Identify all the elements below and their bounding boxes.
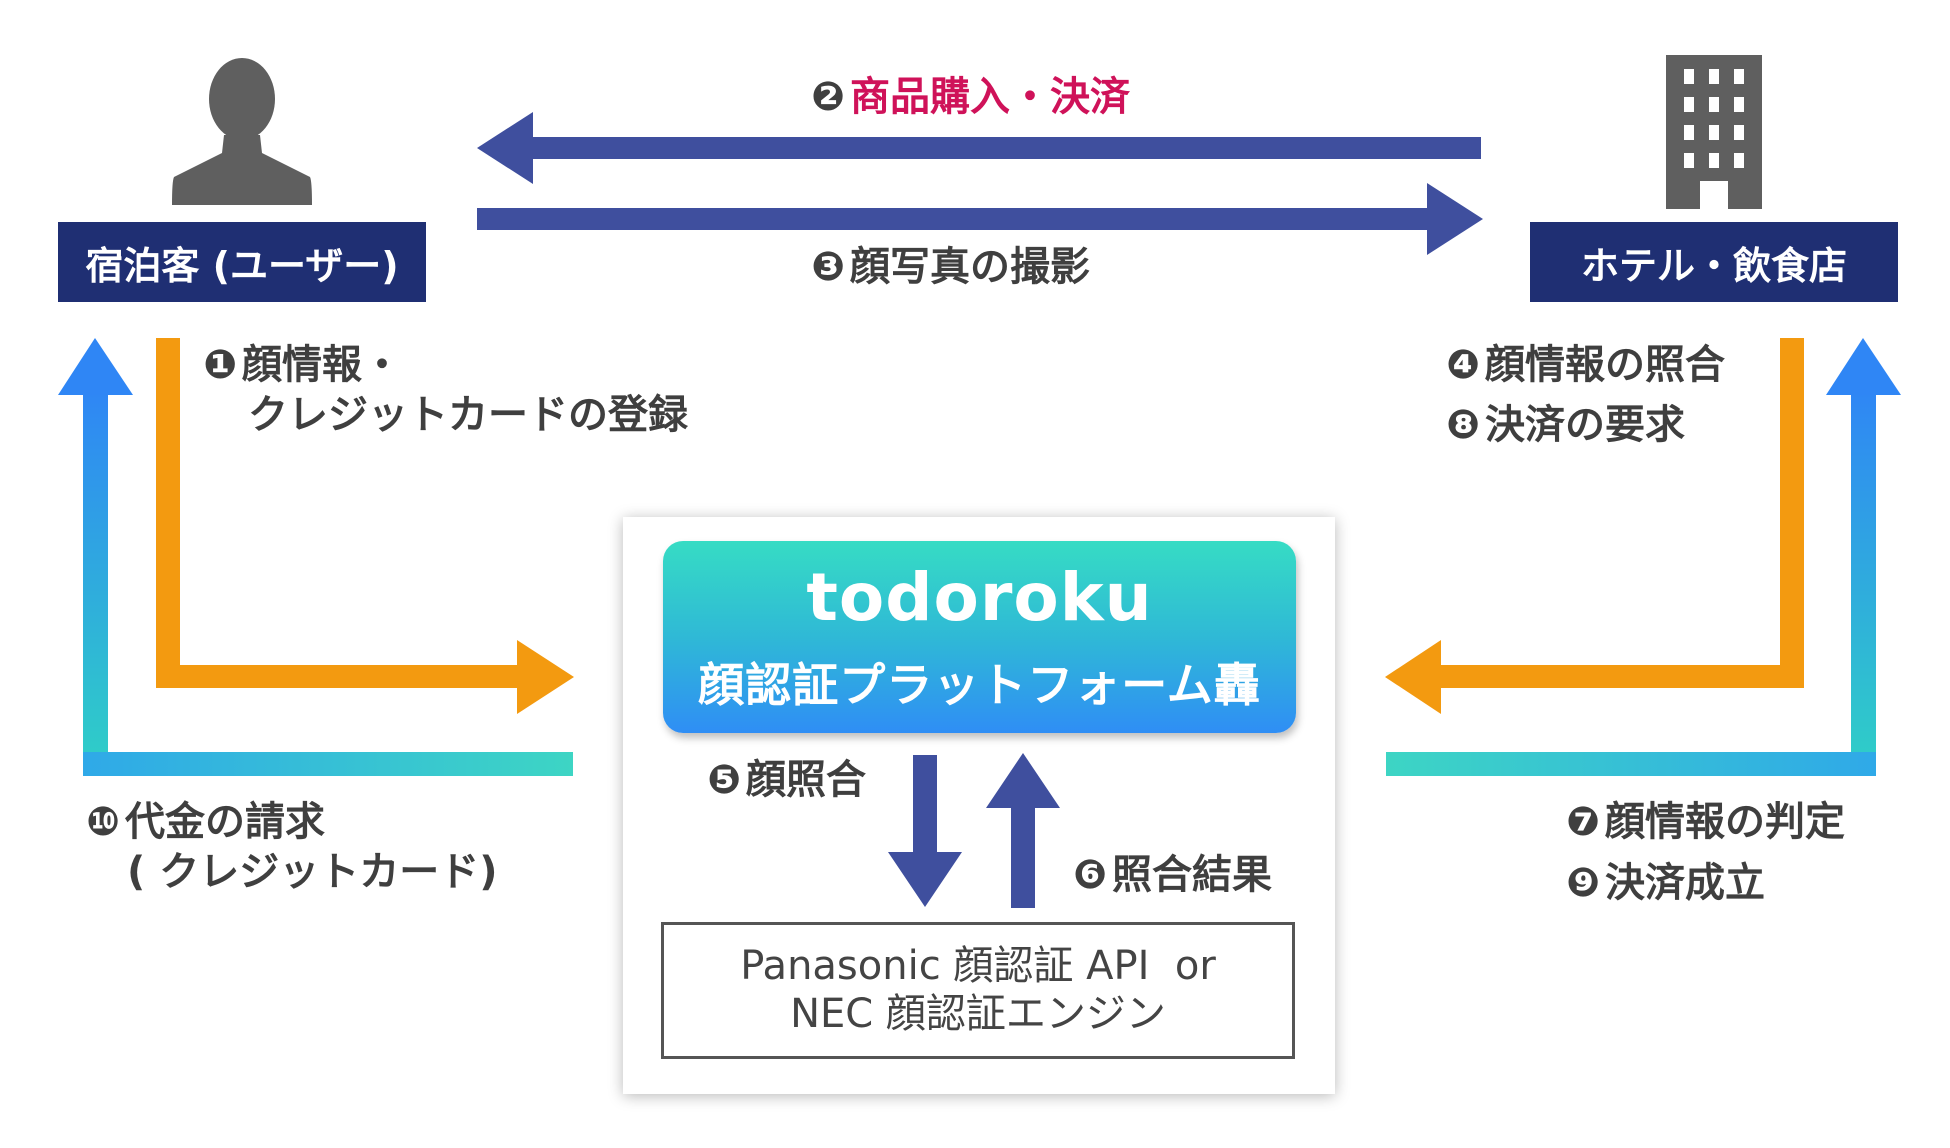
arrow-photo xyxy=(477,183,1483,255)
arrow-verify xyxy=(1385,338,1804,714)
store-label: ホテル・飲食店 xyxy=(1580,243,1847,288)
step-5-text: 顔照合 xyxy=(746,757,866,803)
step-4-number: ❹ xyxy=(1446,342,1480,388)
step-1-line1: 顔情報・ xyxy=(242,342,402,388)
step-6-number: ❻ xyxy=(1073,852,1107,898)
step-3-text: 顔写真の撮影 xyxy=(850,244,1090,290)
platform-title: todoroku xyxy=(806,559,1153,636)
step-7-text: 顔情報の判定 xyxy=(1605,799,1845,845)
step-8-number: ❽ xyxy=(1446,402,1480,448)
engine-arrows xyxy=(888,753,1060,908)
engine-line-1: Panasonic 顔認証 API or xyxy=(740,943,1216,990)
step-4-text: 顔情報の照合 xyxy=(1485,342,1725,388)
user-label: 宿泊客 (ユーザー) xyxy=(85,243,399,288)
step-6-text: 照合結果 xyxy=(1112,852,1272,898)
step-5-number: ❺ xyxy=(707,757,741,803)
engine-line-2: NEC 顔認証エンジン xyxy=(790,990,1166,1037)
arrow-result xyxy=(1386,338,1901,776)
step-1-line2: クレジットカードの登録 xyxy=(248,392,688,438)
arrow-face-match xyxy=(888,755,962,907)
face-engine-box: Panasonic 顔認証 API or NEC 顔認証エンジン xyxy=(661,922,1295,1059)
user-label-box: 宿泊客 (ユーザー) xyxy=(58,222,426,302)
person-icon xyxy=(172,58,312,205)
arrow-match-result xyxy=(986,753,1060,908)
store-label-box: ホテル・飲食店 xyxy=(1530,222,1898,302)
step-10-line2: ( クレジットカード) xyxy=(127,849,498,895)
step-3-number: ❸ xyxy=(811,244,845,290)
step-10-line1: 代金の請求 xyxy=(125,799,325,845)
step-1-number: ❶ xyxy=(203,342,237,388)
step-2-text: 商品購入・決済 xyxy=(850,74,1130,120)
step-10-number: ❿ xyxy=(86,799,120,845)
step-7-number: ❼ xyxy=(1566,799,1600,845)
step-8-text: 決済の要求 xyxy=(1485,402,1685,448)
step-2-number: ❷ xyxy=(811,74,845,120)
arrow-purchase xyxy=(477,112,1481,184)
platform-subtitle: 顔認証プラットフォーム轟 xyxy=(698,658,1261,712)
todoroku-platform-box: todoroku 顔認証プラットフォーム轟 xyxy=(663,541,1296,733)
building-icon xyxy=(1666,55,1762,209)
arrow-billing xyxy=(58,338,573,776)
step-9-number: ❾ xyxy=(1566,860,1600,906)
arrow-register xyxy=(156,338,574,714)
step-9-text: 決済成立 xyxy=(1605,860,1765,906)
